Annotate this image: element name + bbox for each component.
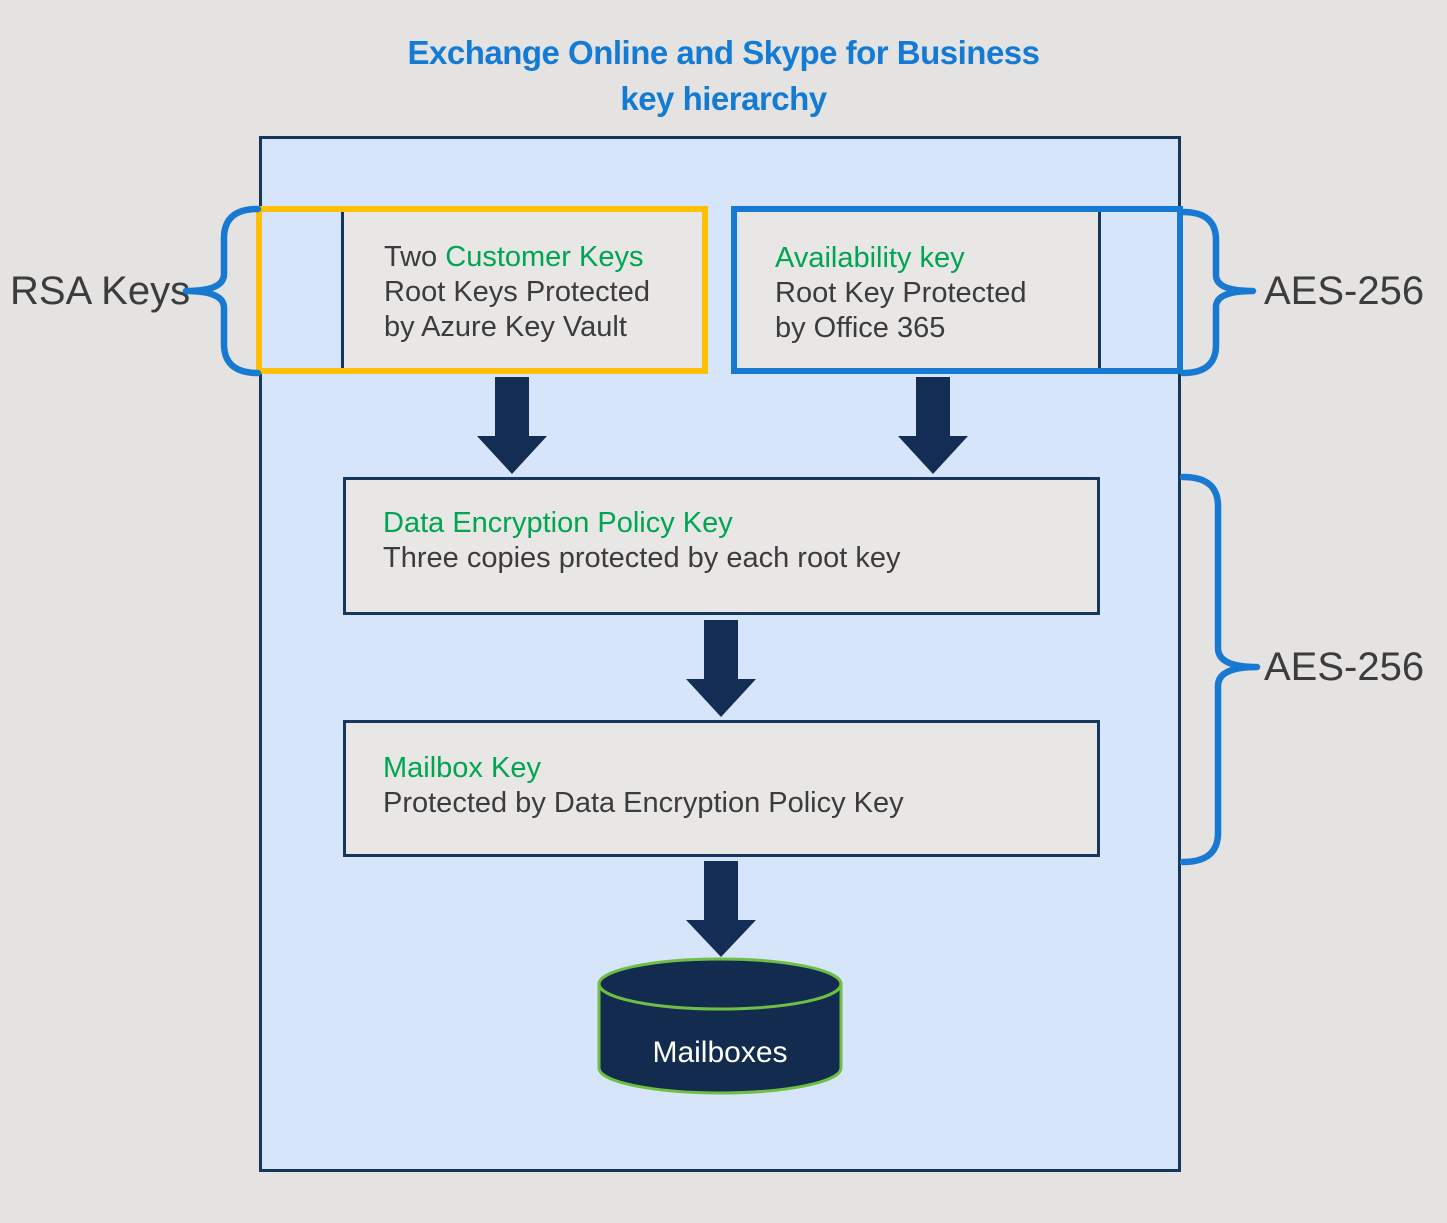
rsa-keys-orange-outline bbox=[256, 206, 708, 374]
aes-256-top-label: AES-256 bbox=[1264, 269, 1425, 313]
rsa-keys-label: RSA Keys bbox=[10, 269, 191, 313]
aes-256-top-brace bbox=[1179, 208, 1257, 377]
customer-keys-line-3: by Azure Key Vault bbox=[384, 311, 627, 343]
availability-key-line-2: Root Key Protected bbox=[775, 277, 1027, 309]
availability-key-blue-outline bbox=[731, 206, 1183, 374]
rsa-keys-brace bbox=[182, 205, 262, 377]
mailbox-key-line-2: Protected by Data Encryption Policy Key bbox=[383, 787, 904, 819]
dep-key-line-2: Three copies protected by each root key bbox=[383, 542, 901, 574]
customer-keys-line-2: Root Keys Protected bbox=[384, 276, 650, 308]
customer-keys-box: Two Customer Keys Root Keys Protected by… bbox=[341, 212, 703, 369]
availability-key-line-3: by Office 365 bbox=[775, 312, 946, 344]
customer-keys-heading-prefix: Two bbox=[384, 241, 446, 273]
availability-key-box: Availability key Root Key Protected by O… bbox=[739, 212, 1101, 369]
title-line-2: key hierarchy bbox=[620, 80, 827, 117]
customer-keys-heading: Two Customer Keys bbox=[384, 240, 693, 275]
aes-256-bottom-label: AES-256 bbox=[1264, 645, 1425, 689]
mailbox-key-heading: Mailbox Key bbox=[383, 752, 541, 784]
aes-256-bottom-brace bbox=[1179, 473, 1261, 866]
availability-key-heading: Availability key bbox=[775, 242, 965, 274]
mailbox-key-box: Mailbox Key Protected by Data Encryption… bbox=[343, 720, 1100, 857]
dep-key-heading: Data Encryption Policy Key bbox=[383, 507, 733, 539]
diagram-title: Exchange Online and Skype for Business k… bbox=[0, 30, 1447, 122]
data-encryption-policy-key-box: Data Encryption Policy Key Three copies … bbox=[343, 477, 1100, 615]
title-line-1: Exchange Online and Skype for Business bbox=[407, 34, 1040, 71]
mailboxes-label: Mailboxes bbox=[652, 1036, 788, 1069]
customer-keys-heading-green: Customer Keys bbox=[445, 241, 644, 273]
